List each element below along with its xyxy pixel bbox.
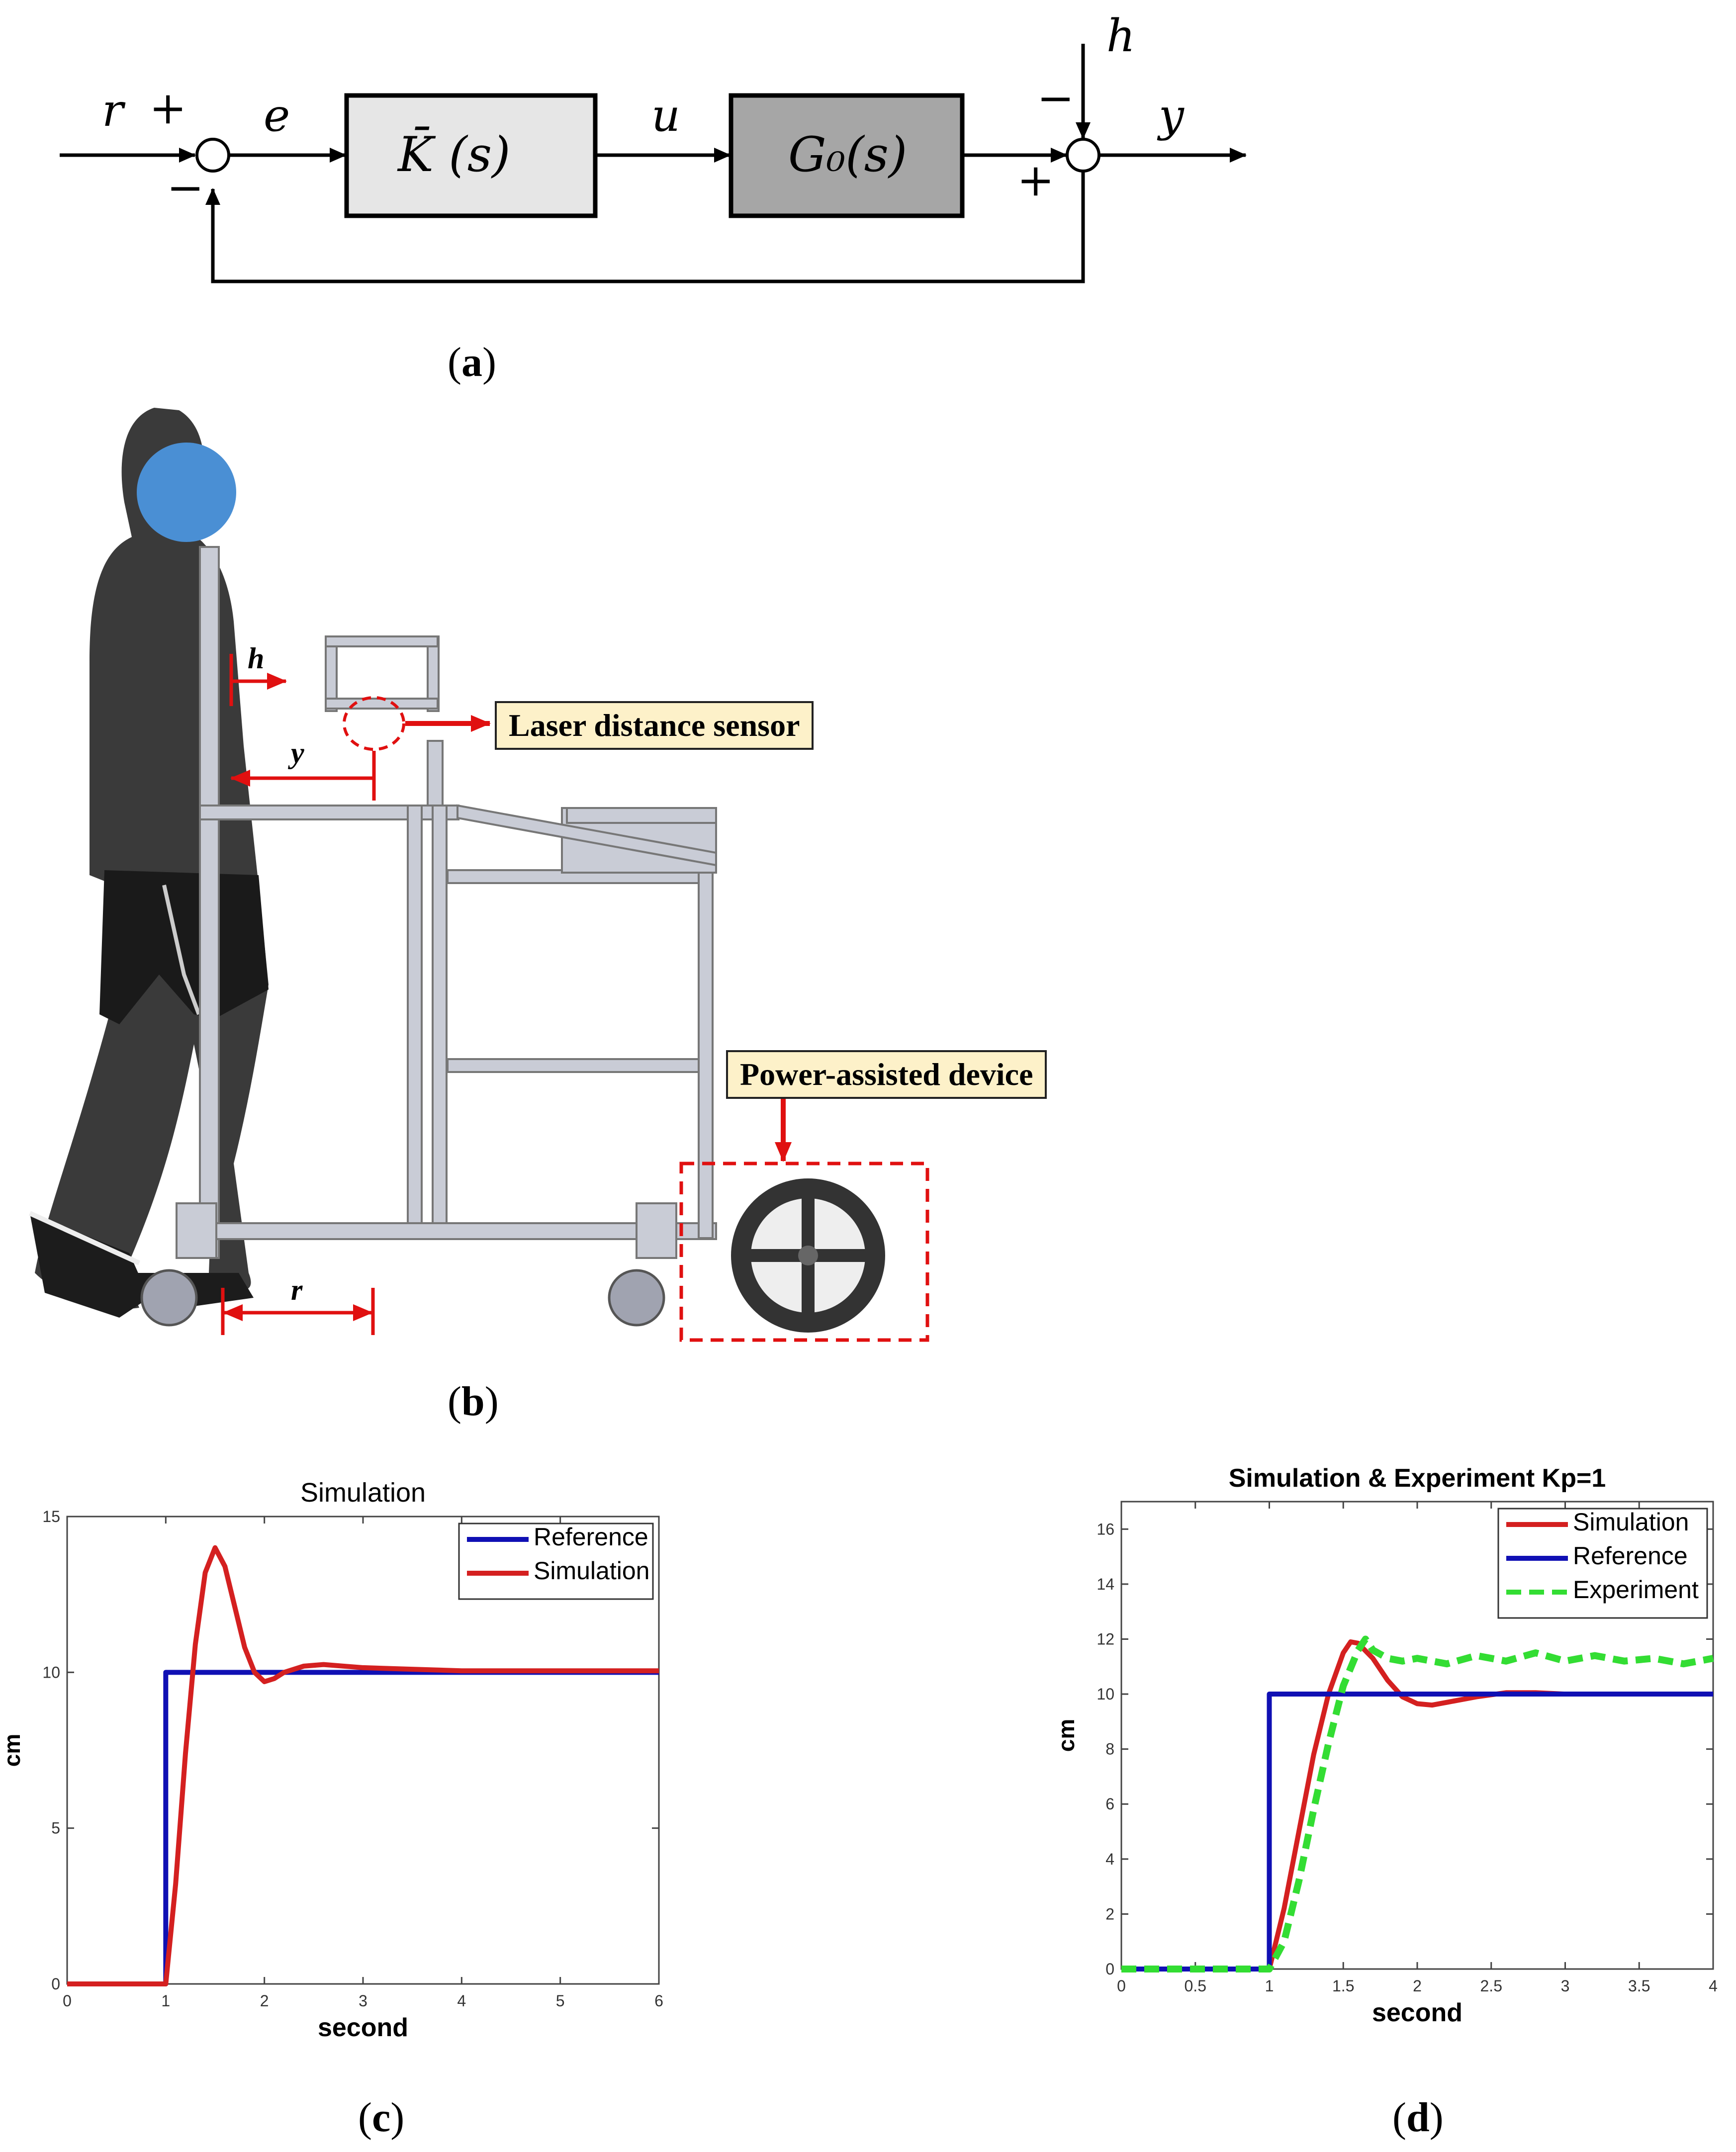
x-tick-label: 0.5 xyxy=(1185,1977,1206,1995)
chart-title: Simulation & Experiment Kp=1 xyxy=(1229,1464,1606,1493)
legend-entry: Simulation xyxy=(1573,1508,1689,1536)
block-diagram xyxy=(60,44,1247,283)
plant-label: G₀(s) xyxy=(788,127,908,182)
label-u: u xyxy=(651,90,680,142)
y-tick-label: 4 xyxy=(1105,1850,1114,1868)
dimension-label-y: y xyxy=(291,736,304,769)
x-tick-label: 3.5 xyxy=(1628,1977,1650,1995)
y-tick-label: 6 xyxy=(1105,1795,1114,1813)
dimension-label-h: h xyxy=(248,642,265,675)
controller-block xyxy=(344,93,598,218)
y-tick-label: 12 xyxy=(1096,1630,1114,1648)
x-axis-label: second xyxy=(318,2013,408,2042)
laser-sensor-callout: Laser distance sensor xyxy=(495,701,814,750)
chart-simulation: Simulation 0 1 2 3 4 5 6 0 5 10 15 second cm Reference… xyxy=(0,1478,663,2042)
x-tick-label: 4 xyxy=(1709,1977,1718,1995)
y-tick-label: 0 xyxy=(1105,1960,1114,1978)
sign-sum1-bottom: − xyxy=(167,162,204,214)
controller-label: K̄ (s) xyxy=(398,127,511,182)
x-tick-label: 2 xyxy=(260,1992,269,2010)
legend-entry: Simulation xyxy=(534,1557,649,1585)
power-device-box xyxy=(679,1162,929,1342)
person-figure xyxy=(28,408,269,1318)
y-tick-label: 10 xyxy=(42,1663,60,1681)
x-tick-label: 1.5 xyxy=(1332,1977,1354,1995)
y-tick-label: 15 xyxy=(42,1508,60,1525)
x-tick-label: 0 xyxy=(1117,1977,1126,1995)
series-line-experiment xyxy=(1121,1635,1714,1973)
cart-frame xyxy=(176,546,717,1259)
feedback-path xyxy=(205,171,1085,283)
legend-entry: Reference xyxy=(1573,1542,1688,1570)
x-tick-label: 2.5 xyxy=(1480,1977,1502,1995)
label-r: r xyxy=(102,85,124,137)
panel-label-c: (c) xyxy=(358,2094,405,2141)
face-blur xyxy=(137,443,236,542)
cart-illustration xyxy=(28,408,929,1342)
x-tick-label: 0 xyxy=(63,1992,72,2010)
x-tick-label: 5 xyxy=(556,1992,565,2010)
x-tick-label: 1 xyxy=(1265,1977,1274,1995)
x-axis-label: second xyxy=(1372,1998,1462,2027)
x-tick-label: 2 xyxy=(1413,1977,1422,1995)
y-tick-label: 2 xyxy=(1105,1905,1114,1923)
y-axis-label: cm xyxy=(1053,1719,1079,1752)
panel-label-d: (d) xyxy=(1392,2094,1444,2141)
y-tick-label: 8 xyxy=(1105,1740,1114,1758)
x-tick-label: 3 xyxy=(359,1992,367,2010)
legend-entry: Experiment xyxy=(1573,1576,1699,1604)
summing-junction-2 xyxy=(1066,138,1100,173)
label-y: y xyxy=(1159,90,1184,142)
panel-label-a: (a) xyxy=(448,339,496,385)
y-tick-label: 14 xyxy=(1096,1575,1114,1593)
x-tick-label: 6 xyxy=(654,1992,663,2010)
sensor-highlight xyxy=(343,696,405,751)
legend xyxy=(458,1523,654,1600)
cart-casters xyxy=(140,1269,665,1327)
label-h: h xyxy=(1106,10,1135,62)
x-tick-label: 1 xyxy=(161,1992,170,2010)
power-assisted-wheel xyxy=(731,1178,885,1333)
series-line-simulation xyxy=(67,1545,659,1986)
chart-title: Simulation xyxy=(300,1478,426,1508)
label-e: e xyxy=(264,90,290,142)
chart-simulation-experiment: Simulation & Experiment Kp=1 0 0.5 1 1.5 2 2.5… xyxy=(1053,1464,1718,2027)
y-tick-label: 5 xyxy=(51,1819,60,1837)
power-device-callout: Power-assisted device xyxy=(726,1050,1047,1099)
sign-sum1-top: + xyxy=(149,82,187,134)
x-tick-label: 4 xyxy=(457,1992,466,2010)
y-tick-label: 16 xyxy=(1096,1520,1114,1538)
y-tick-label: 10 xyxy=(1096,1685,1114,1703)
x-tick-label: 3 xyxy=(1561,1977,1570,1995)
y-axis-label: cm xyxy=(0,1734,25,1767)
panel-label-b: (b) xyxy=(448,1378,499,1425)
dimension-label-r: r xyxy=(291,1273,303,1306)
plant-block xyxy=(729,93,965,218)
sign-sum2-top: − xyxy=(1037,72,1075,124)
sign-sum2-left: + xyxy=(1017,154,1055,206)
y-tick-label: 0 xyxy=(51,1975,60,1993)
legend-entry: Reference xyxy=(534,1523,648,1551)
